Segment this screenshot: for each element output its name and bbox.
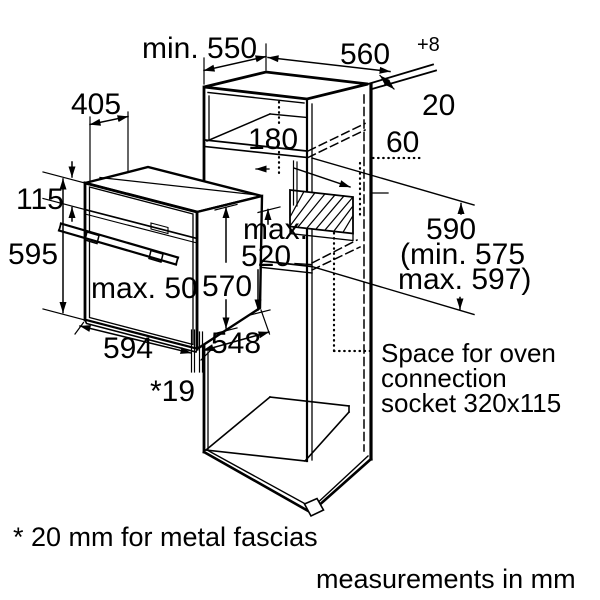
connection-socket-area <box>289 160 354 242</box>
label-height-max-597: max. 597) <box>398 263 531 296</box>
label-oven-body-570: 570 <box>202 270 252 303</box>
dim-548-arrow <box>202 331 270 352</box>
oven-display <box>150 222 169 235</box>
socket-note-line2: connection <box>381 363 507 393</box>
units-note: measurements in mm <box>316 564 576 594</box>
label-fascia-gap-19: *19 <box>150 375 195 408</box>
oven <box>57 165 264 353</box>
label-wall-clearance-20: 20 <box>422 89 455 122</box>
label-niche-width: 560 <box>340 38 390 71</box>
label-max-520: 520 <box>241 240 291 273</box>
dim-20-arrow <box>379 74 395 90</box>
label-niche-width-tol: +8 <box>417 34 440 56</box>
socket-hatch-lines <box>289 190 354 234</box>
dim-560-arrow <box>267 55 391 74</box>
label-body-depth-548: 548 <box>211 327 261 360</box>
footnote-metal-fascias: * 20 mm for metal fascias <box>13 522 318 552</box>
label-niche-height-590: 590 <box>426 213 476 246</box>
label-niche-depth-min: min. 550 <box>142 32 257 65</box>
dim-590-extensions <box>311 157 475 206</box>
socket-pointer-arrow <box>293 167 351 188</box>
niche-floor-edge <box>257 259 313 268</box>
dim-405-arrow <box>89 115 129 126</box>
label-door-max-50: max. 50 <box>91 272 198 305</box>
label-oven-height-595: 595 <box>8 238 58 271</box>
cabinet-shelf <box>204 139 308 152</box>
label-upper-180: 180 <box>248 123 298 156</box>
socket-note-line3: socket 320x115 <box>381 388 561 418</box>
cabinet-outline <box>202 70 373 518</box>
label-socket-offset-60: 60 <box>386 126 419 159</box>
cabinet-foot <box>303 497 325 518</box>
gap-19-leader <box>200 347 214 361</box>
dim-min550-arrow <box>203 55 267 72</box>
reference-dotted-lines <box>277 100 423 353</box>
oven-control-panel <box>84 208 198 240</box>
label-oven-width-594: 594 <box>103 332 153 365</box>
cabinet-bottom-floor <box>205 449 306 462</box>
hidden-edges-dashed <box>306 94 367 452</box>
socket-note-line1: Space for oven <box>381 338 556 368</box>
oven-door-handle <box>57 222 180 266</box>
cabinet-plinth <box>202 450 312 514</box>
label-top-depth-405: 405 <box>71 88 121 121</box>
labels-layer: min. 550 560 +8 405 20 180 60 115 595 ma… <box>8 32 576 594</box>
label-height-min-575: (min. 575 <box>400 238 525 271</box>
dim-594-arrow <box>79 325 192 354</box>
label-max-word: max. <box>243 213 308 246</box>
label-fascia-115: 115 <box>16 183 64 216</box>
dimension-annotations <box>42 43 475 373</box>
